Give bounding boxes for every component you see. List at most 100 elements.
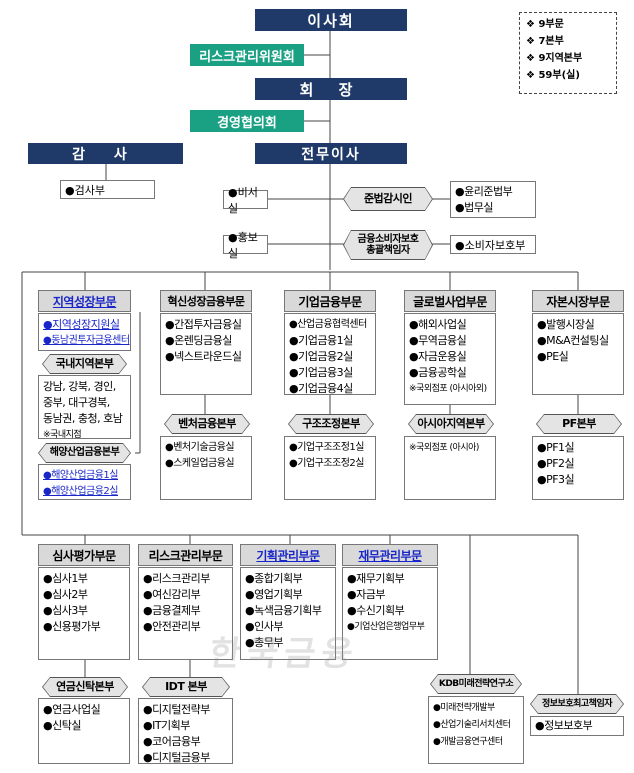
list-item: 동남권, 충청, 호남 [43, 412, 123, 425]
division-header: 기획관리부문 [240, 544, 336, 566]
sub-division-name: 아시아지역본부 [409, 415, 493, 433]
auditor-box: 감 사 [28, 143, 183, 164]
list-item: ●기업금융1실 [289, 334, 353, 347]
list-item: ●온렌딩금융실 [165, 334, 232, 347]
secretary-office-label: ●비서실 [228, 185, 258, 215]
list-item: ●윤리준법부 [455, 185, 513, 198]
sub-division-list: ●연금사업실 ●신탁실 [38, 698, 130, 764]
infosec-officer-list: ●정보보호부 [530, 716, 624, 736]
division-list: ●산업금융협력센터 ●기업금융1실 ●기업금융2실 ●기업금융3실 ●기업금융4… [284, 313, 376, 395]
list-item: ●미래전략개발부 [433, 703, 495, 713]
list-item: ●심사3부 [43, 604, 88, 617]
list-item: ●디지털금융부 [143, 751, 210, 764]
list-item: ●코어금융부 [143, 735, 201, 748]
list-item: ●여신감리부 [143, 588, 201, 601]
board-box: 이사회 [255, 9, 407, 31]
list-item: ●지역성장지원실 [43, 318, 120, 331]
division-list: ●재무기획부 ●자금부 ●수신기획부 ●기업산업은행업무부 [342, 567, 438, 660]
division-header: 글로벌사업부문 [404, 290, 496, 312]
sub-division-header: 아시아지역본부 [408, 414, 494, 434]
division-list: ●발행시장실 ●M&A컨설팅실 ●PE실 [532, 313, 624, 395]
list-item: ●벤처기술금융실 [165, 442, 235, 453]
division-list: ●간접투자금융실 ●온렌딩금융실 ●넥스트라운드실 [160, 313, 252, 395]
sub-division-name: 구조조정본부 [289, 415, 373, 433]
list-item: ●금융결제부 [143, 604, 201, 617]
list-item: ●종합기획부 [245, 572, 303, 585]
division-header: 지역성장부문 [38, 290, 131, 312]
list-item-note: ※국내지점 [43, 430, 82, 440]
sub-division-list: ●PF1실 ●PF2실 ●PF3실 [532, 436, 624, 500]
sub-division-name: IDT 본부 [143, 678, 229, 696]
list-item: ●리스크관리부 [143, 572, 210, 585]
list-item: ●PE실 [537, 350, 569, 363]
sub-division-list: ※국외점포 (아시아) [404, 436, 496, 500]
list-item: ●신용평가부 [43, 620, 101, 633]
risk-committee-label: 리스크관리위원회 [199, 49, 295, 65]
sub-division-list: 강남, 강북, 경인, 중부, 대구경북, 동남권, 충청, 호남 ※국내지점 [38, 375, 131, 440]
list-item: ●해양산업금융1실 [43, 470, 119, 481]
sub-division-header: PF본부 [536, 414, 622, 434]
legend-box: ❖ 9부문 ❖ 7본부 ❖ 9지역본부 ❖ 59부(실) [519, 12, 617, 94]
legend-item: ❖ 7본부 [526, 36, 564, 47]
sub-division-list: ●벤처기술금융실 ●스케일업금융실 [160, 436, 252, 500]
sub-division-name: PF본부 [537, 415, 621, 433]
senior-director-label: 전무이사 [301, 146, 361, 163]
sub-division-header: IDT 본부 [142, 677, 230, 697]
board-label: 이사회 [307, 11, 355, 30]
sub-division-name: 해양산업금융본부 [39, 444, 130, 462]
legend-item-text: 7본부 [538, 36, 564, 47]
list-item: ●산업금융협력센터 [289, 319, 367, 330]
list-item: ●발행시장실 [537, 318, 595, 331]
sub-division-header: 해양산업금융본부 [38, 443, 131, 463]
mgmt-council-label: 경영협의회 [217, 115, 277, 131]
division-name: 지역성장부문 [52, 294, 117, 309]
legend-item: ❖ 59부(실) [526, 70, 580, 81]
list-item: ●정보보호부 [535, 719, 593, 732]
watermark: 한국금융 [206, 634, 362, 674]
list-item: ●기업금융4실 [289, 382, 353, 395]
list-item: ●산업기술리서치센터 [433, 720, 511, 730]
risk-committee-box: 리스크관리위원회 [190, 44, 304, 66]
infosec-officer-name: 정보보호최고책임자 [531, 695, 623, 713]
compliance-depts: ●윤리준법부 ●법무실 [450, 181, 536, 218]
inspection-dept: ●검사부 [60, 180, 155, 199]
division-name: 기업금융부문 [298, 294, 362, 309]
consumer-dept-label: ●소비자보호부 [455, 238, 526, 252]
research-institute-header: KDB미래전략연구소 [430, 674, 522, 694]
division-header: 리스크관리부문 [138, 544, 233, 566]
list-item: ●총무부 [245, 636, 283, 649]
division-name: 자본시장부문 [546, 294, 610, 309]
pr-office-label: ●홍보실 [228, 230, 258, 260]
list-item: ●영업기획부 [245, 588, 303, 601]
secretary-office: ●비서실 [223, 186, 268, 215]
list-item: 중부, 대구경북, [43, 396, 110, 409]
list-item: ●자금운용실 [409, 350, 467, 363]
list-item: ●해외사업실 [409, 318, 467, 331]
list-item: ●수신기획부 [347, 604, 405, 617]
legend-item: ❖ 9부문 [526, 19, 564, 30]
list-item: ●기업구조조정1실 [289, 442, 365, 453]
sub-division-header: 연금신탁본부 [42, 677, 128, 697]
division-list: ●심사1부 ●심사2부 ●심사3부 ●신용평가부 [38, 567, 130, 660]
chairman-box: 회 장 [255, 78, 407, 100]
sub-division-list: ●기업구조조정1실 ●기업구조조정2실 [284, 436, 376, 500]
sub-division-list: ●해양산업금융1실 ●해양산업금융2실 [38, 464, 131, 500]
list-item: ●법무실 [455, 201, 493, 214]
consumer-dept: ●소비자보호부 [450, 235, 536, 254]
research-institute-list: ●미래전략개발부 ●산업기술리서치센터 ●개발금융연구센터 [428, 696, 524, 764]
infosec-officer-header: 정보보호최고책임자 [530, 694, 624, 714]
mgmt-council-box: 경영협의회 [190, 110, 304, 132]
division-header: 자본시장부문 [532, 290, 624, 312]
division-name: 심사평가부문 [52, 548, 116, 563]
division-name: 글로벌사업부문 [413, 294, 487, 309]
list-item: ●기업산업은행업무부 [347, 622, 425, 632]
list-item: ●무역금융실 [409, 334, 467, 347]
list-item: ●IT기획부 [143, 719, 190, 732]
senior-director-box: 전무이사 [255, 143, 407, 164]
list-item: ●인사부 [245, 620, 283, 633]
list-item: ●스케일업금융실 [165, 458, 235, 469]
list-item: ●해양산업금융2실 [43, 486, 119, 497]
division-list: ●해외사업실 ●무역금융실 ●자금운용실 ●금융공학실 ※국외점포 (아시아외) [404, 313, 496, 405]
legend-item-text: 59부(실) [538, 70, 580, 81]
sub-division-list: ●디지털전략부 ●IT기획부 ●코어금융부 ●디지털금융부 [138, 698, 233, 764]
